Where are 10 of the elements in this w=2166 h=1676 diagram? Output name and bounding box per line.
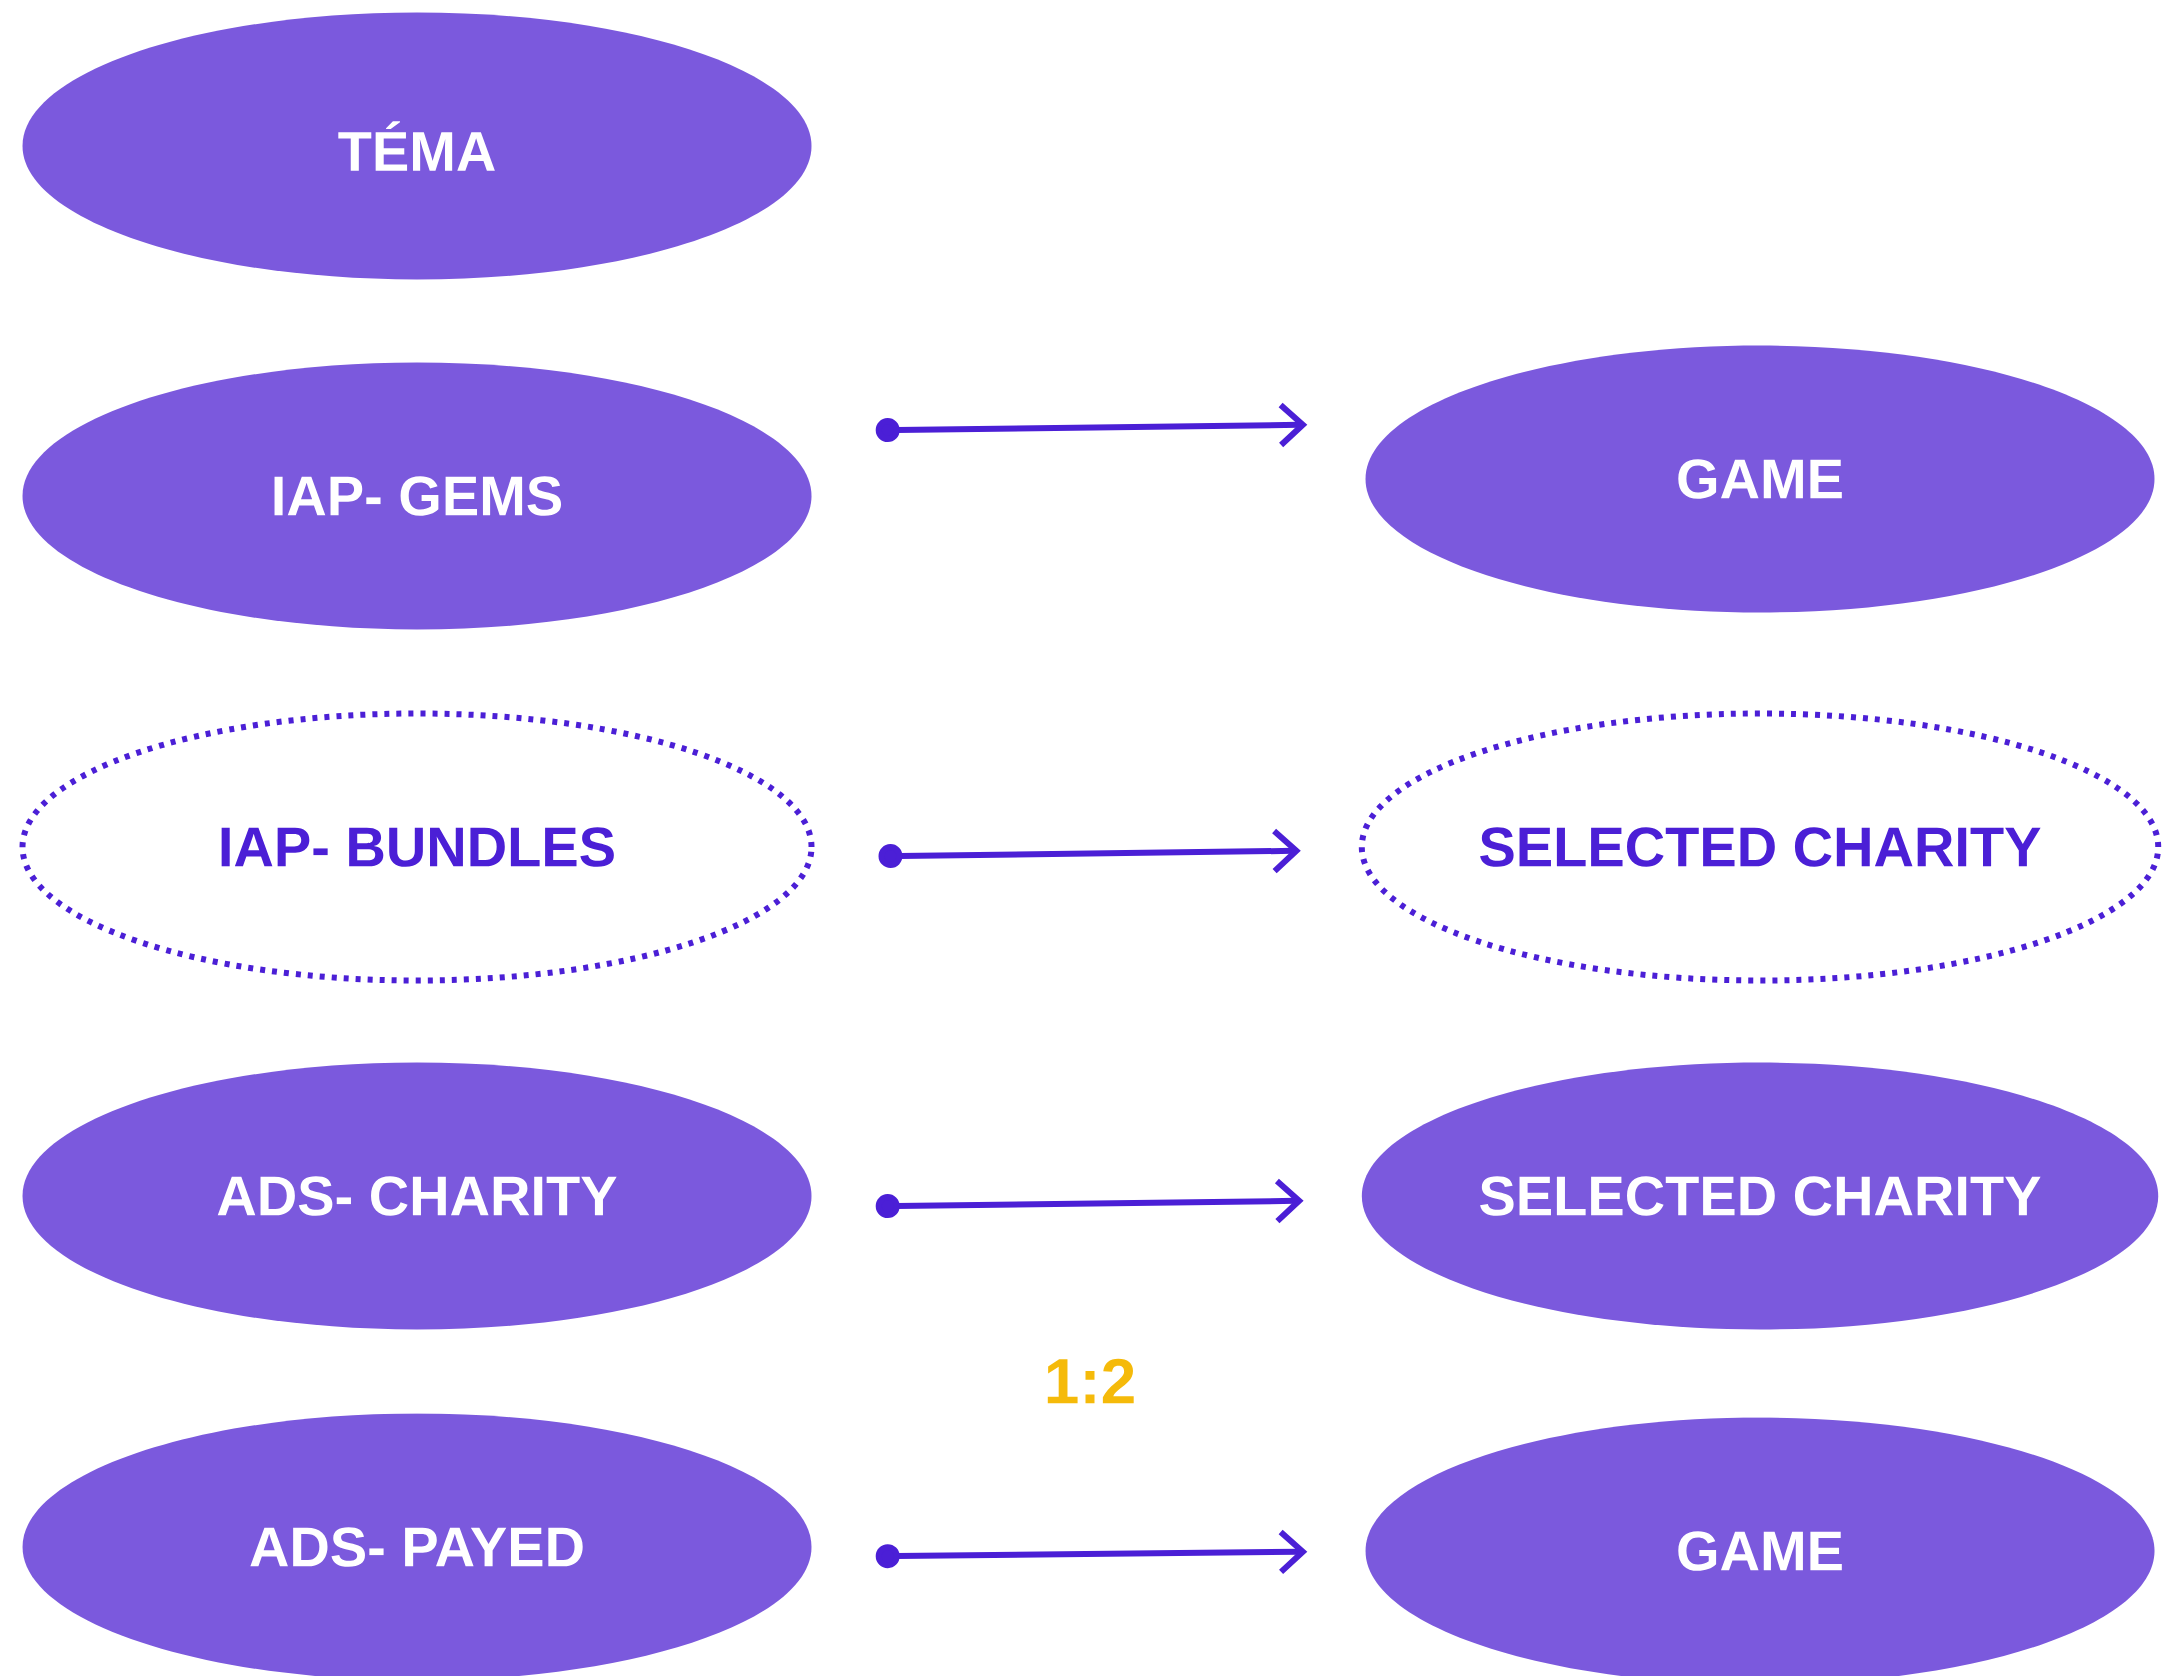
ellipse-node: GAME: [1365, 345, 2155, 613]
ellipse-node: SELECTED CHARITY: [1361, 1062, 2159, 1330]
arrow: [875, 1178, 1304, 1224]
ellipse-node: ADS- CHARITY: [22, 1062, 812, 1330]
arrow: [878, 828, 1301, 874]
ellipse-node: IAP- GEMS: [22, 362, 812, 630]
ellipse-node: TÉMA: [22, 12, 812, 280]
ratio-label: 1:2: [1047, 1358, 1134, 1404]
arrow: [875, 1529, 1308, 1575]
arrow: [875, 402, 1308, 448]
